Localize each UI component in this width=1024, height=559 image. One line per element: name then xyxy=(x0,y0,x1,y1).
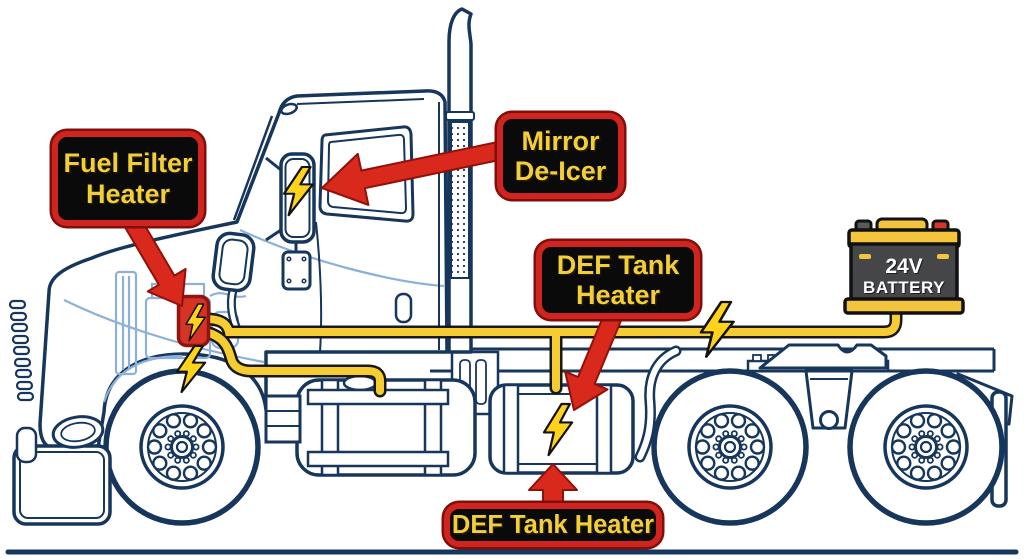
battery-label: 24V BATTERY xyxy=(851,249,957,303)
cab-step xyxy=(264,394,302,444)
callout-mirror-de-icer: Mirror De-Icer xyxy=(497,113,624,199)
rear-wheel-1 xyxy=(654,371,806,523)
fuel-tank xyxy=(295,374,477,477)
callout-fuel-filter-heater: Fuel Filter Heater xyxy=(52,131,204,226)
arrow-mirror xyxy=(321,139,511,206)
callout-def-tank-heater-bottom: DEF Tank Heater xyxy=(444,503,662,547)
roof-marker-light xyxy=(280,102,298,116)
battery-voltage-text: 24V xyxy=(885,254,923,278)
front-wheel xyxy=(106,371,258,523)
exhaust-stack xyxy=(445,7,475,354)
engine-detail xyxy=(63,228,445,403)
callout-def-tank-heater: DEF Tank Heater xyxy=(536,241,700,319)
arrow-def-top xyxy=(564,309,624,411)
grille xyxy=(8,299,35,402)
wiring-harness xyxy=(199,300,903,398)
rear-wheel-2 xyxy=(850,371,1002,523)
rear-suspension xyxy=(804,369,854,430)
cab-rear-hose xyxy=(634,345,682,463)
pointer-arrows xyxy=(121,139,624,508)
signal-light xyxy=(15,426,38,464)
battery-icon xyxy=(843,217,965,315)
door-handle xyxy=(394,292,413,324)
battery-name-text: BATTERY xyxy=(863,278,945,298)
